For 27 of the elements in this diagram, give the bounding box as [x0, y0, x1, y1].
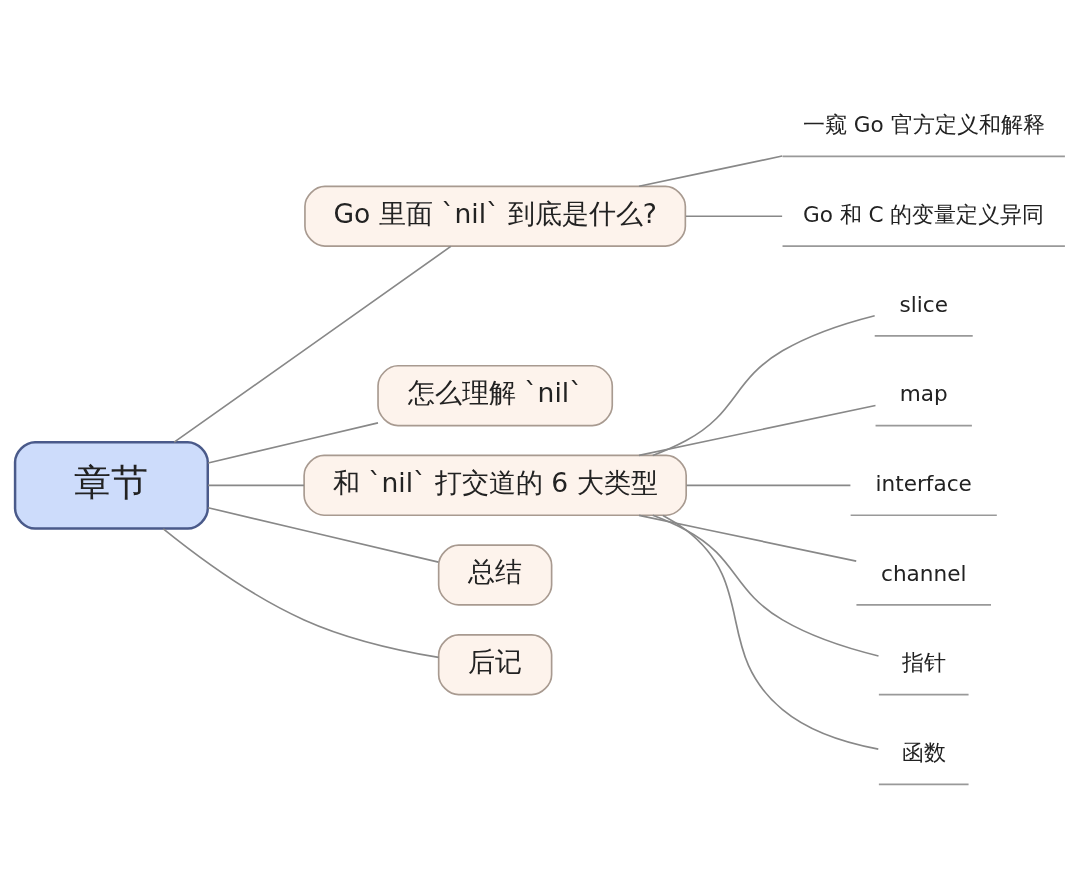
connector: [207, 484, 305, 487]
connector: [638, 155, 783, 188]
node-text: 函数: [901, 740, 946, 766]
connector: [173, 245, 452, 443]
connector: [638, 404, 877, 457]
node-text: Go 和 C 的变量定义异同: [802, 201, 1045, 227]
node-text: map: [899, 381, 948, 407]
node-box: 和 `nil` 打交道的 6 大类型: [303, 454, 687, 517]
node-box: 后记: [437, 634, 553, 696]
connector: [162, 528, 440, 659]
node-box: 总结: [437, 544, 553, 606]
connector: [207, 506, 440, 563]
connector: [638, 514, 858, 562]
node-text: interface: [875, 471, 972, 496]
node-text: 一窥 Go 官方定义和解释: [802, 112, 1045, 138]
connector: [651, 314, 876, 457]
connector: [684, 215, 783, 218]
node-text: channel: [881, 560, 967, 586]
node-box: 章节: [13, 440, 209, 530]
connector: [207, 422, 379, 464]
node-text: 指针: [901, 650, 946, 676]
node-text: slice: [899, 291, 948, 317]
node-box: Go 里面 `nil` 到底是什么?: [304, 185, 687, 247]
connector: [685, 484, 852, 487]
connector: [662, 514, 880, 750]
node-box: 怎么理解 `nil`: [377, 364, 614, 427]
connector: [651, 514, 880, 657]
